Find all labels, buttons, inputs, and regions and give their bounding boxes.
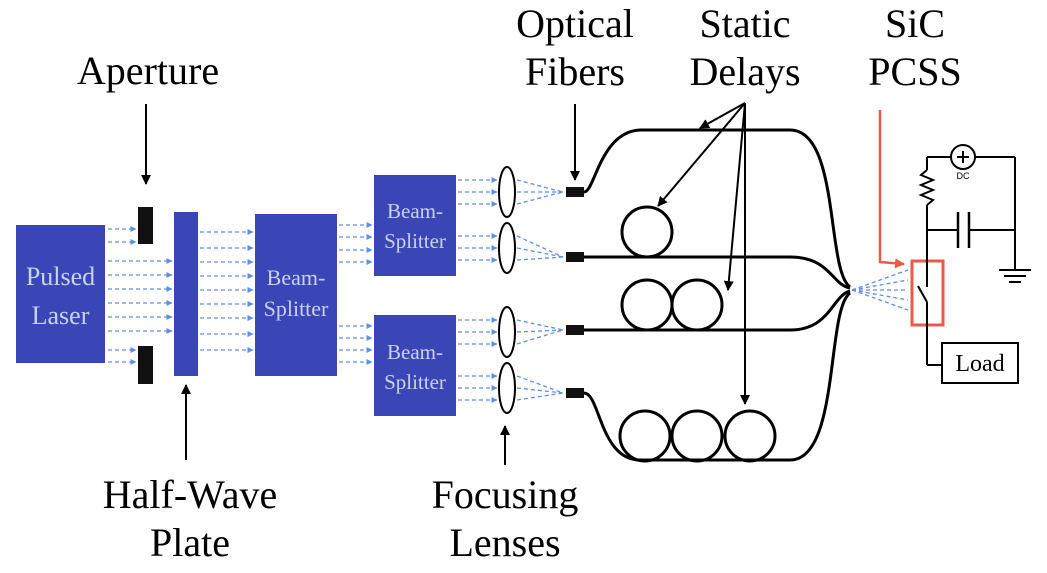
beam-line	[516, 247, 564, 258]
delay-loop	[618, 409, 672, 463]
lens	[498, 306, 516, 358]
pulsed-laser-label-2: Laser	[32, 301, 90, 330]
beam-splitter-bottom: Beam- Splitter	[374, 315, 456, 416]
aperture-blade-bottom	[138, 346, 153, 384]
circuit: Load DC	[917, 144, 1031, 384]
fiber-line	[583, 291, 852, 462]
beam-line	[516, 256, 564, 261]
beam-splitter-top-label-1: Beam-	[387, 199, 443, 223]
beam-splitter-top: Beam- Splitter	[374, 175, 456, 276]
static-arrow	[657, 102, 746, 207]
optical-fibers: Optical Fibers	[516, 1, 852, 463]
static-label-1: Static	[699, 1, 790, 46]
beams-pcss	[851, 269, 909, 311]
fiber-connector	[566, 252, 584, 262]
fiber-connector	[566, 187, 584, 197]
beam-line	[516, 319, 564, 331]
half-wave-plate-block	[174, 212, 198, 376]
static-label-2: Delays	[689, 49, 800, 94]
focusing-label-2: Lenses	[449, 520, 560, 565]
optical-label-2: Fibers	[525, 49, 625, 94]
pulsed-laser-block	[16, 225, 105, 363]
lens	[498, 362, 516, 414]
lens	[498, 222, 516, 274]
beam-line	[516, 392, 564, 401]
delay-loop	[670, 409, 724, 463]
delay-loop	[670, 278, 724, 332]
beam-line	[516, 235, 564, 258]
pcss-arrow	[878, 110, 905, 269]
lens	[498, 166, 516, 218]
beam-line	[516, 387, 564, 394]
half-wave-plate: Half-Wave Plate	[103, 212, 277, 565]
fiber-line	[584, 255, 851, 290]
optical-label-1: Optical	[516, 1, 634, 46]
beam-splitter-main-block	[255, 214, 337, 376]
aperture-label: Aperture	[77, 48, 219, 93]
beam-line	[851, 279, 909, 291]
beams-plate	[200, 229, 254, 353]
fiber-line	[583, 128, 852, 289]
beams-converge	[516, 179, 564, 401]
switch-blade	[917, 285, 928, 303]
aperture: Aperture	[77, 48, 219, 384]
beam-splitter-top-block	[374, 175, 456, 276]
half-wave-label-2: Plate	[150, 520, 230, 565]
sic-label-1: SiC	[885, 1, 945, 46]
load-label: Load	[955, 351, 1004, 377]
half-wave-label-1: Half-Wave	[103, 472, 277, 517]
beam-line	[516, 375, 564, 394]
delay-loop	[620, 278, 674, 332]
beam-line	[851, 269, 909, 291]
sic-label-2: PCSS	[868, 49, 961, 94]
pulsed-laser: Pulsed Laser	[16, 225, 105, 363]
beams-to-lenses	[458, 177, 498, 403]
aperture-blade-top	[138, 207, 153, 244]
beam-line	[516, 329, 564, 333]
fiber-line	[584, 289, 851, 332]
beam-line	[516, 329, 564, 345]
beams-split	[339, 222, 373, 365]
dc-label: DC	[957, 171, 970, 181]
focusing-lenses: Focusing Lenses	[432, 166, 579, 565]
load-box	[941, 342, 1019, 384]
delay-loop	[620, 205, 674, 259]
delay-loop	[723, 409, 777, 463]
static-delays: Static Delays	[657, 1, 801, 405]
fiber-connector	[566, 325, 584, 335]
beam-splitter-bottom-label-2: Splitter	[384, 370, 446, 394]
beam-line	[516, 179, 564, 193]
static-arrow	[699, 102, 746, 129]
beam-line	[851, 289, 909, 311]
resistor	[918, 169, 936, 206]
focusing-label-1: Focusing	[432, 472, 579, 517]
beam-splitter-main: Beam- Splitter	[255, 214, 337, 376]
static-arrow	[723, 102, 746, 291]
fiber-connector	[566, 388, 584, 398]
beam-splitter-main-label-2: Splitter	[264, 296, 329, 321]
pulsed-laser-label-1: Pulsed	[26, 262, 95, 291]
beam-line	[851, 289, 909, 301]
beam-splitter-bottom-label-1: Beam-	[387, 340, 443, 364]
beam-splitter-bottom-block	[374, 315, 456, 416]
beam-line	[516, 191, 564, 205]
sic-pcss: SiC PCSS	[868, 1, 962, 327]
beam-splitter-main-label-1: Beam-	[267, 265, 326, 290]
beam-splitter-top-label-2: Splitter	[384, 229, 446, 253]
beams-laser	[108, 226, 173, 365]
